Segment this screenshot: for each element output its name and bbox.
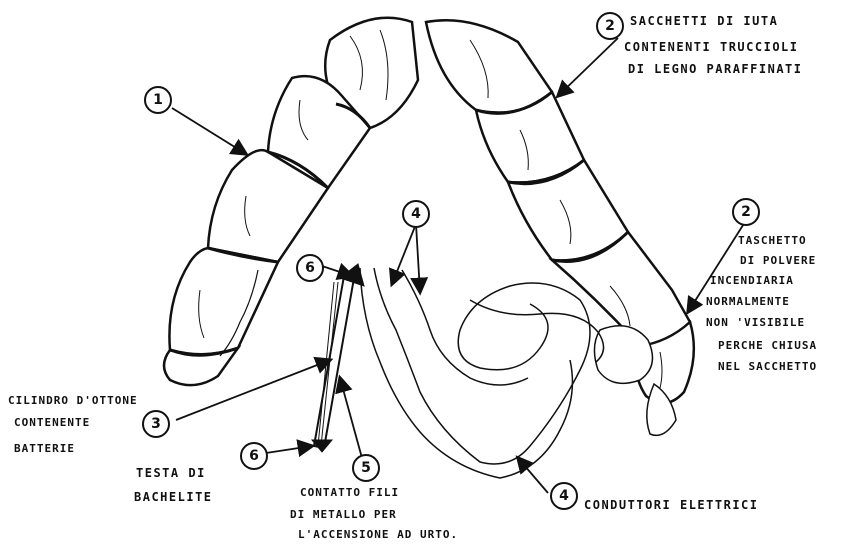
wire-tangle: [360, 268, 604, 478]
label-taschetto-line-4: NORMALMENTE: [706, 293, 790, 311]
label-cilindro-line-3: BATTERIE: [14, 440, 75, 458]
label-contatto-line-3: L'ACCENSIONE AD URTO.: [298, 526, 458, 544]
brass-cylinder: [312, 264, 364, 452]
label-contatto-line-2: DI METALLO PER: [290, 506, 397, 524]
left-bag-chain: [164, 18, 418, 385]
marker-6-top: 6: [296, 254, 324, 282]
marker-5: 5: [352, 454, 380, 482]
marker-2-pouch: 2: [732, 198, 760, 226]
label-taschetto-line-5: NON 'VISIBILE: [706, 314, 805, 332]
label-cilindro-line-2: CONTENENTE: [14, 414, 90, 432]
label-conduttori: CONDUTTORI ELETTRICI: [584, 496, 759, 514]
label-cilindro-line-1: CILINDRO D'OTTONE: [8, 392, 138, 410]
right-bag-top: [426, 20, 552, 112]
label-testa-line-2: BACHELITE: [134, 488, 213, 506]
label-testa-line-1: TESTA DI: [136, 464, 206, 482]
label-taschetto-line-1: TASCHETTO: [738, 232, 807, 250]
label-taschetto-line-2: DI POLVERE: [740, 252, 816, 270]
label-taschetto-line-6: PERCHE CHIUSA: [718, 337, 817, 355]
marker-1: 1: [144, 86, 172, 114]
marker-3: 3: [142, 410, 170, 438]
label-taschetto-line-3: INCENDIARIA: [710, 272, 794, 290]
label-sacchetti-line-2: CONTENENTI TRUCCIOLI: [624, 38, 799, 56]
marker-4-top: 4: [402, 200, 430, 228]
marker-2-bags: 2: [596, 12, 624, 40]
marker-6-bottom: 6: [240, 442, 268, 470]
marker-4-bottom: 4: [550, 482, 578, 510]
label-taschetto-line-7: NEL SACCHETTO: [718, 358, 817, 376]
label-contatto-line-1: CONTATTO FILI: [300, 484, 399, 502]
left-bag-4: [169, 248, 278, 355]
label-sacchetti-line-3: DI LEGNO PARAFFINATI: [628, 60, 803, 78]
label-sacchetti-line-1: SACCHETTI DI IUTA: [630, 12, 778, 30]
